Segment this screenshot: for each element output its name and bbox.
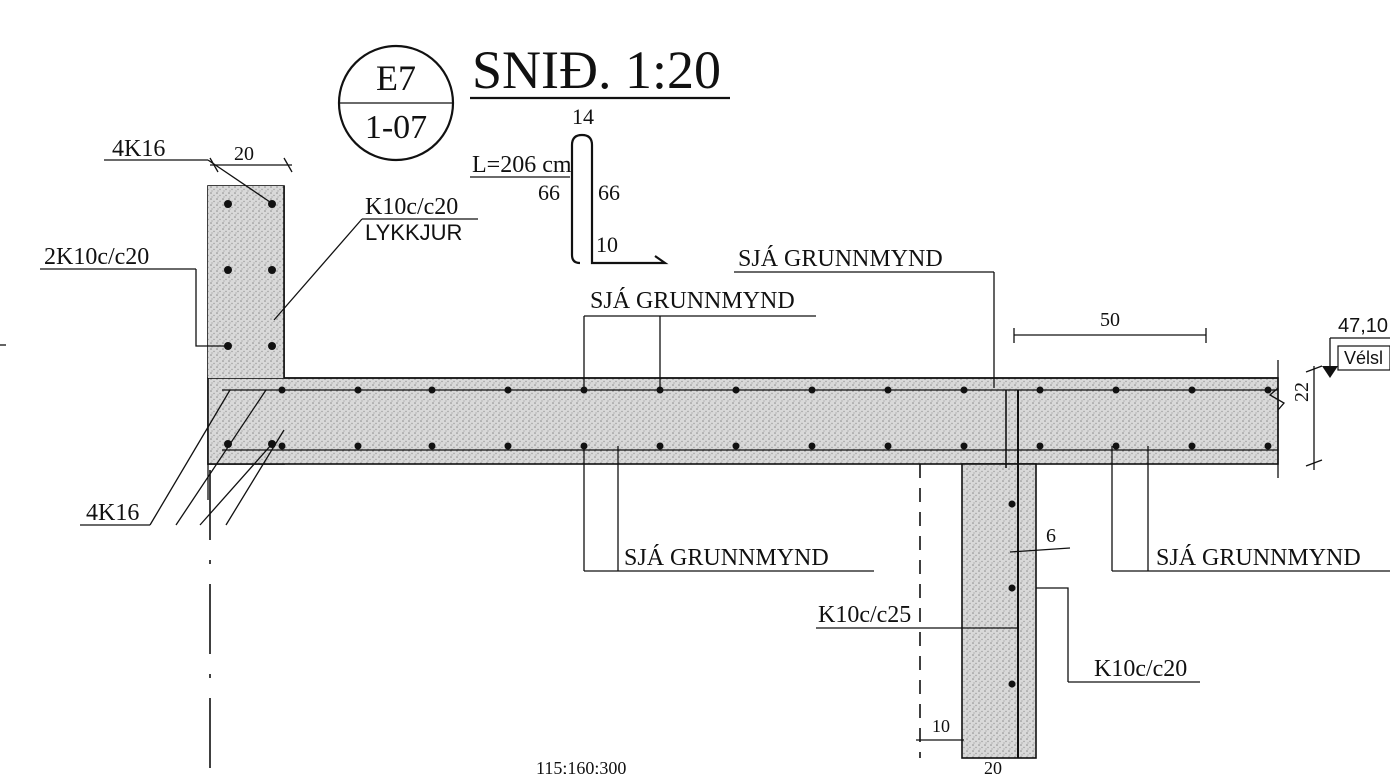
- bubble-top-text: E7: [376, 58, 416, 98]
- break-zigzag: [1268, 387, 1286, 411]
- rebar-dot: [732, 386, 740, 394]
- rebar-dot: [428, 386, 436, 394]
- bubble-bottom-text: 1-07: [365, 109, 427, 146]
- label-bottom-cut-2: 20: [984, 758, 1002, 774]
- rebar-dot: [428, 442, 436, 450]
- label-k10-lykkjur-2: LYKKJUR: [365, 220, 462, 245]
- dim-tick: [1305, 459, 1323, 467]
- label-sja-grunnmynd-2: SJÁ GRUNNMYND: [590, 288, 795, 314]
- label-k10-c20-right: K10c/c20: [1094, 656, 1187, 682]
- rebar-dot: [808, 386, 816, 394]
- label-dim-10: 10: [932, 716, 950, 736]
- rebar-dot: [504, 442, 512, 450]
- rebar-dot: [224, 200, 232, 208]
- rebar-dot: [278, 442, 286, 450]
- rebar-dot: [1112, 386, 1120, 394]
- label-dim-50: 50: [1100, 309, 1120, 331]
- rebar-dot: [504, 386, 512, 394]
- rebar-dot: [1036, 442, 1044, 450]
- rebar-dot: [268, 342, 276, 350]
- rebar-dot: [278, 386, 286, 394]
- rebar-dot: [268, 266, 276, 274]
- lower-wall: [961, 463, 1037, 759]
- leader-k10-c20-bracket: [1036, 587, 1069, 682]
- label-slab-thickness: 22: [1291, 382, 1313, 402]
- label-level-text: Vélsl: [1344, 348, 1383, 368]
- label-k10-c25: K10c/c25: [818, 602, 911, 628]
- rebar-dot: [1112, 442, 1120, 450]
- label-bottom-cut-1: 115;160;300: [536, 758, 626, 774]
- leader-bottom-diag-3: [199, 443, 273, 526]
- rebar-dot: [1264, 442, 1272, 450]
- label-k10-lykkjur-1: K10c/c20: [365, 194, 458, 220]
- section-bubble: E7 1-07: [337, 44, 455, 162]
- leader-bottom-diag-4: [225, 429, 285, 526]
- leader-2k10-bracket: [195, 269, 228, 347]
- leader-bottom-diag-2: [175, 389, 267, 526]
- rebar-dot: [808, 442, 816, 450]
- slab-bottom-rebar-dots: [278, 442, 1272, 450]
- leader-top-4k16-diag: [207, 159, 271, 203]
- dim-tick: [283, 157, 293, 173]
- level-triangle-icon: [1322, 366, 1338, 378]
- rebar-dot: [1264, 386, 1272, 394]
- rebar-dot: [1008, 500, 1016, 508]
- label-level-value: 47,10: [1338, 315, 1388, 337]
- slab-top-rebar-dots: [278, 386, 1272, 394]
- rebar-dot: [1188, 442, 1196, 450]
- rebar-dot: [960, 442, 968, 450]
- label-top-4k16: 4K16: [112, 136, 165, 162]
- stirrup-shape-diagram: 14 L=206 cm 66 66 10: [470, 104, 669, 265]
- rebar-dot: [960, 386, 968, 394]
- rebar-dot: [224, 440, 232, 448]
- rebar-dot: [1036, 386, 1044, 394]
- rebar-dot: [354, 442, 362, 450]
- rebar-dot: [884, 386, 892, 394]
- dim-tick: [1305, 365, 1323, 373]
- section-title: SNIÐ. 1:20: [472, 40, 721, 100]
- rebar-dot: [224, 266, 232, 274]
- rebar-dot: [1008, 584, 1016, 592]
- label-wall-width: 20: [234, 143, 254, 165]
- stirrup-right-dim: 66: [598, 180, 620, 205]
- label-sja-grunnmynd-3: SJÁ GRUNNMYND: [624, 545, 829, 571]
- dim-tick: [209, 157, 219, 173]
- label-left-2k10: 2K10c/c20: [44, 244, 149, 270]
- label-dim-6: 6: [1046, 525, 1056, 547]
- rebar-dot: [354, 386, 362, 394]
- stirrup-bend: [570, 254, 581, 265]
- rebar-dot: [884, 442, 892, 450]
- stirrup-bar-shape: [570, 133, 669, 265]
- label-bottom-4k16: 4K16: [86, 500, 139, 526]
- stirrup-length-label: L=206 cm: [472, 152, 572, 178]
- rebar-dot: [732, 442, 740, 450]
- stirrup-left-dim: 66: [538, 180, 560, 205]
- rebar-dot: [1188, 386, 1196, 394]
- rebar-dot: [656, 442, 664, 450]
- stirrup-hook-dim: 10: [596, 232, 618, 257]
- stirrup-top-dim: 14: [572, 104, 594, 129]
- label-sja-grunnmynd-4: SJÁ GRUNNMYND: [1156, 545, 1361, 571]
- label-sja-grunnmynd-1: SJÁ GRUNNMYND: [738, 246, 943, 272]
- leader-k10-lykkjur-diag: [273, 218, 363, 321]
- level-box: [1337, 345, 1390, 371]
- leader-bottom-diag-1: [149, 389, 231, 526]
- rebar-dot: [1008, 680, 1016, 688]
- dim-line-6: [1009, 547, 1071, 553]
